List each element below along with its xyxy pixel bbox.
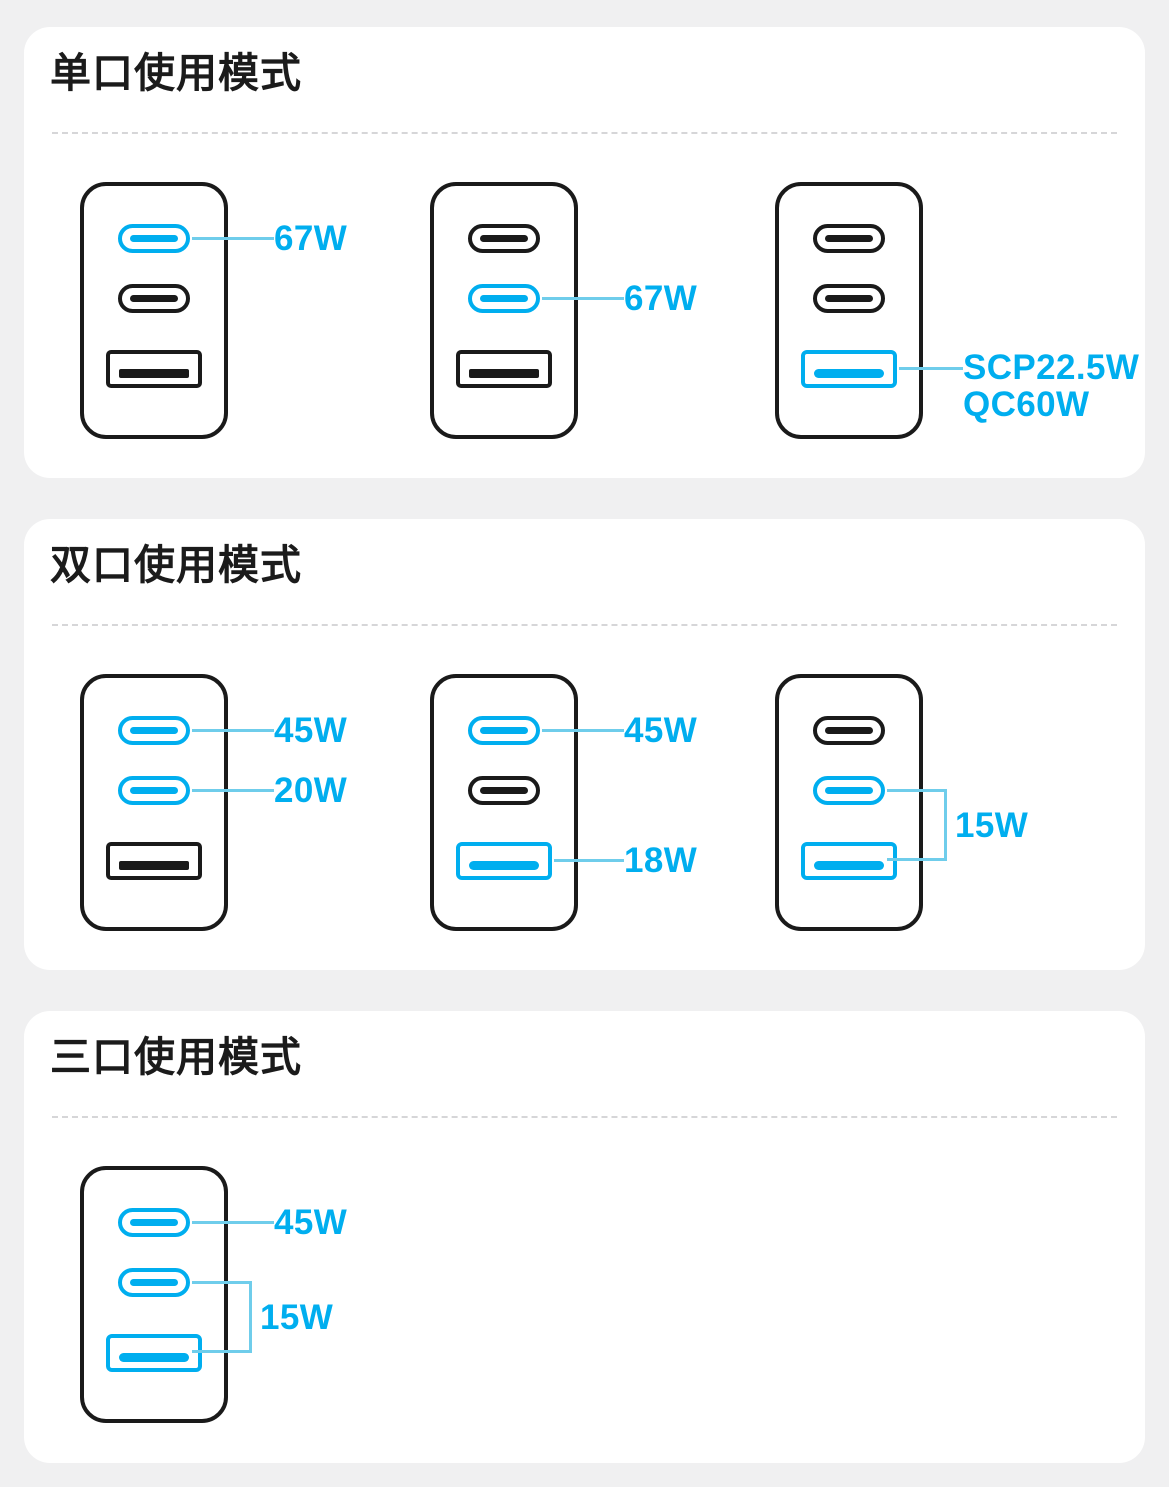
usb-a-port-bottom[interactable] [456,350,552,388]
charger-unit: 15W [747,664,1107,954]
usb-a-port-bottom[interactable] [801,350,897,388]
section-divider [52,624,1117,626]
leader-line [542,297,624,300]
power-label: 18W [624,841,698,880]
power-label: 67W [274,219,348,258]
bracket-connector [887,789,947,861]
leader-line [554,859,624,862]
leader-line [192,789,274,792]
power-label: 45W [274,711,348,750]
section-card-single: 单口使用模式 67W 67W [24,27,1145,478]
power-label: 45W [624,711,698,750]
usb-c-port-top[interactable] [813,716,885,745]
section-divider [52,1116,1117,1118]
charger-unit: 45W 20W [52,664,412,954]
usb-c-port-middle[interactable] [118,1268,190,1297]
usb-c-port-middle[interactable] [468,284,540,313]
section-card-triple: 三口使用模式 45W 15W [24,1011,1145,1463]
charger-unit: 45W 15W [52,1156,412,1446]
section-title-single: 单口使用模式 [50,50,302,96]
usb-a-port-bottom[interactable] [456,842,552,880]
usb-a-port-bottom[interactable] [106,1334,202,1372]
section-card-dual: 双口使用模式 45W 20W 45W [24,519,1145,970]
charger-unit: SCP22.5W QC60W [747,172,1139,462]
usb-a-port-bottom[interactable] [106,842,202,880]
charger-unit-list-dual: 45W 20W 45W 18W [24,664,1145,954]
power-label: 15W [955,806,1029,845]
section-divider [52,132,1117,134]
charger-unit-list-triple: 45W 15W [24,1156,1145,1446]
section-title-dual: 双口使用模式 [50,542,302,588]
usb-c-port-top[interactable] [118,224,190,253]
charger-unit: 67W [402,172,762,462]
leader-line [192,1221,274,1224]
usb-c-port-middle[interactable] [468,776,540,805]
leader-line [192,237,274,240]
usb-c-port-top[interactable] [468,716,540,745]
usb-c-port-top[interactable] [813,224,885,253]
leader-line [899,367,963,370]
bracket-connector [192,1281,252,1353]
power-label: 20W [274,771,348,810]
leader-line [192,729,274,732]
usb-c-port-middle[interactable] [813,776,885,805]
usb-a-port-bottom[interactable] [106,350,202,388]
power-label: 15W [260,1298,334,1337]
power-label: 45W [274,1203,348,1242]
usb-c-port-middle[interactable] [813,284,885,313]
usb-c-port-top[interactable] [468,224,540,253]
power-label: SCP22.5W QC60W [963,348,1140,425]
charger-unit: 67W [52,172,412,462]
usb-a-port-bottom[interactable] [801,842,897,880]
usb-c-port-middle[interactable] [118,776,190,805]
charger-unit-list-single: 67W 67W SCP22.5W QC60W [24,172,1145,462]
power-label: 67W [624,279,698,318]
usb-c-port-middle[interactable] [118,284,190,313]
usb-c-port-top[interactable] [118,1208,190,1237]
section-title-triple: 三口使用模式 [50,1034,302,1080]
charger-unit: 45W 18W [402,664,762,954]
usb-c-port-top[interactable] [118,716,190,745]
leader-line [542,729,624,732]
